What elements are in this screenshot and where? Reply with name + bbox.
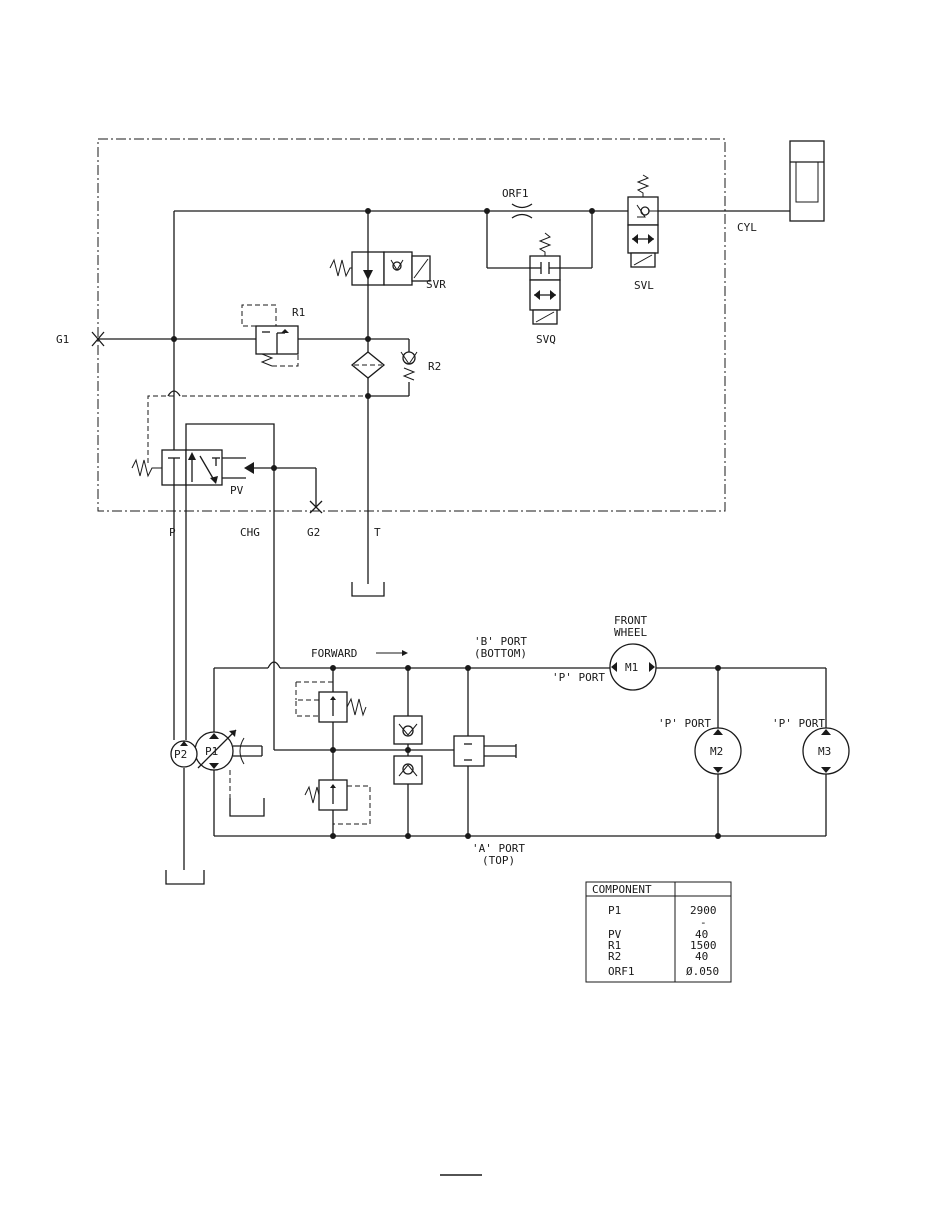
pv-valve-icon	[132, 450, 274, 485]
tank-bottom-icon	[166, 870, 204, 884]
upper-charge-relief-icon	[296, 682, 366, 722]
m3-p-port-label: 'P' PORT	[772, 717, 825, 730]
b-port-sublabel: (BOTTOM)	[474, 647, 527, 660]
filter-icon	[352, 352, 384, 378]
p1-pump-icon	[195, 730, 264, 816]
t-port-label: T	[374, 526, 381, 539]
m1-p-port-label: 'P' PORT	[552, 671, 605, 684]
m1-label: M1	[625, 661, 638, 674]
g2-label: G2	[307, 526, 320, 539]
table-header-component: COMPONENT	[592, 883, 652, 896]
p2-label: P2	[174, 748, 187, 761]
svq-label: SVQ	[536, 333, 556, 346]
p1-label: P1	[205, 745, 218, 758]
check-valve-upper-icon	[394, 716, 422, 744]
flush-valve-icon	[454, 736, 516, 766]
r1-label: R1	[292, 306, 305, 319]
junction-dots	[171, 208, 721, 839]
table-row-component: P1	[608, 904, 621, 917]
cyl-label: CYL	[737, 221, 757, 234]
g1-label: G1	[56, 333, 69, 346]
table-rows: P1 2900 - PV 40 R1 1500 R2 40 ORF1 Ø.050	[608, 904, 719, 978]
m2-label: M2	[710, 745, 723, 758]
table-row-value: Ø.050	[686, 965, 719, 978]
cylinder-icon	[790, 141, 824, 221]
svl-label: SVL	[634, 279, 654, 292]
check-valve-lower-icon	[394, 756, 422, 784]
lower-charge-relief-icon	[305, 780, 370, 824]
chg-port-label: CHG	[240, 526, 260, 539]
p-port-label: P	[169, 526, 176, 539]
tank-t-icon	[352, 582, 384, 596]
table-row-value: 40	[695, 950, 708, 963]
m3-label: M3	[818, 745, 831, 758]
r1-relief-valve-icon	[242, 305, 298, 366]
wheel-label: WHEEL	[614, 626, 647, 639]
r2-label: R2	[428, 360, 441, 373]
r2-check-valve-icon	[401, 352, 417, 380]
table-row-component: ORF1	[608, 965, 635, 978]
table-row-component: R2	[608, 950, 621, 963]
svr-solenoid-valve-icon	[330, 252, 430, 285]
svr-label: SVR	[426, 278, 446, 291]
forward-arrow-icon	[376, 650, 408, 656]
a-port-sublabel: (TOP)	[482, 854, 515, 867]
svl-solenoid-valve-icon	[628, 175, 658, 267]
pv-label: PV	[230, 484, 244, 497]
svq-solenoid-valve-icon	[530, 233, 560, 324]
m2-p-port-label: 'P' PORT	[658, 717, 711, 730]
orf1-label: ORF1	[502, 187, 529, 200]
forward-label: FORWARD	[311, 647, 357, 660]
